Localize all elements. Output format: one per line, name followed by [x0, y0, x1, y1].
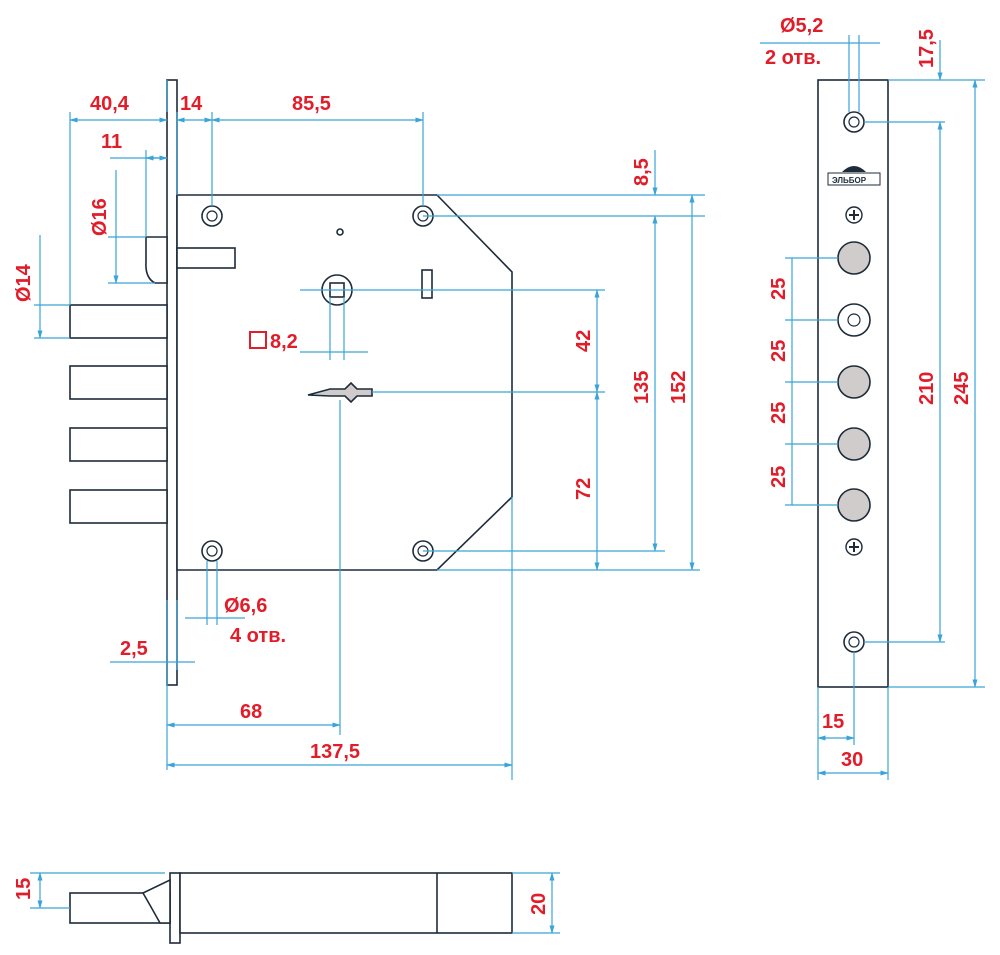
- slot: [421, 269, 433, 299]
- phillips-screw-bottom-icon: [845, 538, 863, 556]
- dim-diameter-6-6: Ø6,6: [224, 595, 267, 617]
- dim-72: 72: [573, 478, 595, 500]
- latch-tail: [176, 247, 236, 269]
- bolt-end-3: [837, 427, 871, 461]
- latch-end-inner: [847, 313, 861, 327]
- bolt-end-1: [837, 241, 871, 275]
- front-view: 40,4 14 85,5 11 Ø16 Ø14 8,2 42 72 135 15…: [13, 79, 705, 780]
- deadbolt-4: [69, 489, 168, 524]
- dim-20-side: 20: [528, 893, 550, 915]
- side-dimension-lines: [30, 872, 560, 934]
- dim-11: 11: [101, 131, 122, 153]
- dim-210: 210: [916, 372, 938, 405]
- side-forend: [169, 872, 181, 944]
- dim-25-d: 25: [768, 466, 790, 488]
- square-symbol: [249, 331, 267, 349]
- faceplate-view: ЭЛЬБОР: [760, 15, 985, 780]
- dim-8-5: 8,5: [631, 158, 653, 186]
- bolt-end-2: [837, 365, 871, 399]
- brand-logo-text: ЭЛЬБОР: [832, 176, 867, 185]
- mount-hole-bottom-left-inner: [206, 545, 218, 557]
- deadbolt-3: [69, 427, 168, 462]
- dim-25-c: 25: [768, 402, 790, 424]
- dim-137-5: 137,5: [310, 741, 360, 763]
- dim-85-5: 85,5: [292, 93, 331, 115]
- dim-diameter-5-2: Ø5,2: [780, 15, 823, 37]
- bolt-end-4: [837, 488, 871, 522]
- pin-hole: [336, 228, 344, 236]
- dim-25-b: 25: [768, 340, 790, 362]
- side-latch: [141, 878, 171, 924]
- deadbolt-1: [69, 304, 168, 339]
- side-view: 15 20: [13, 872, 560, 944]
- dim-25-a: 25: [768, 278, 790, 300]
- dim-135: 135: [631, 371, 653, 404]
- dim-square-8-2: 8,2: [270, 331, 298, 353]
- dim-diameter-14: Ø14: [13, 263, 35, 302]
- mount-hole-top-left-inner: [206, 210, 218, 222]
- dim-42: 42: [573, 330, 595, 352]
- dim-40-4: 40,4: [90, 93, 130, 115]
- dim-2-holes: 2 отв.: [765, 47, 821, 69]
- dim-245: 245: [951, 372, 973, 405]
- faceplate-screw-hole-top-inner: [848, 116, 860, 128]
- forend-plate: [166, 79, 178, 686]
- faceplate-screw-hole-bottom-inner: [848, 636, 860, 648]
- dim-30: 30: [841, 749, 863, 771]
- dim-15-side: 15: [13, 878, 35, 900]
- dim-2-5: 2,5: [120, 638, 148, 660]
- side-body: [179, 872, 513, 934]
- phillips-screw-top-icon: [845, 206, 863, 224]
- faceplate-dimension-lines: [760, 35, 985, 780]
- dim-15-faceplate: 15: [822, 711, 844, 733]
- front-dimension-lines: [34, 80, 705, 780]
- deadbolt-2: [69, 365, 168, 400]
- brand-logo: ЭЛЬБОР: [827, 166, 881, 186]
- latch: [145, 236, 168, 284]
- dim-152: 152: [668, 371, 690, 404]
- dim-17-5: 17,5: [916, 29, 938, 68]
- dim-diameter-16: Ø16: [89, 198, 111, 236]
- dim-68: 68: [240, 701, 262, 723]
- dim-14: 14: [180, 93, 203, 115]
- dim-4-holes: 4 отв.: [230, 625, 286, 647]
